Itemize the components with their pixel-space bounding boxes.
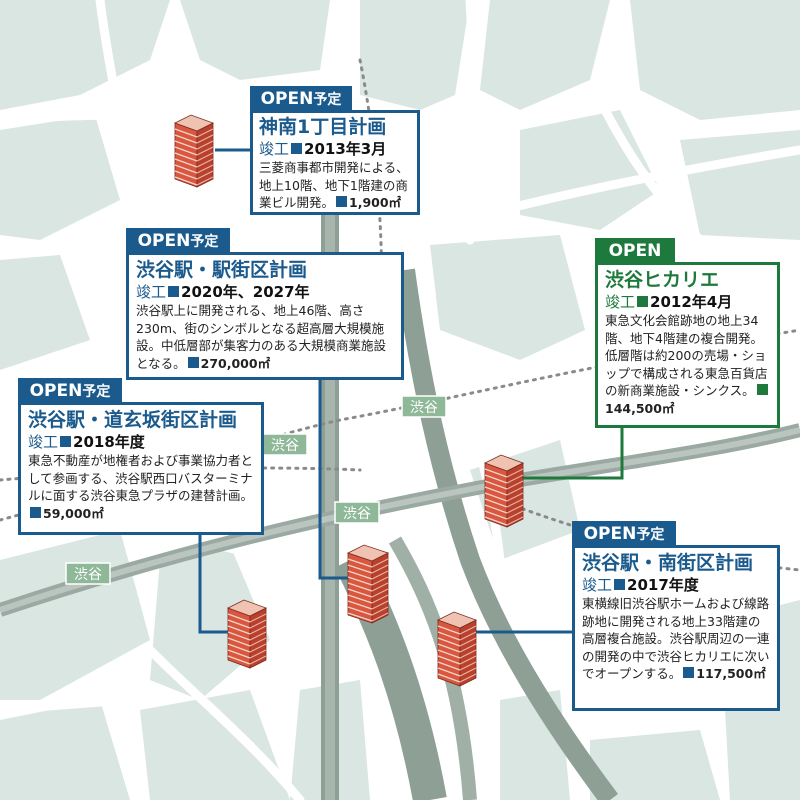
station-label-1: 渋谷 [262,433,308,456]
svg-text:渋谷: 渋谷 [343,506,371,522]
project-description: 渋谷駅上に開発される、地上46階、高さ230m、街のシンボルとなる超高層大規模施… [136,303,387,371]
station-label-3: 渋谷 [334,501,380,524]
building-icon-station-block [346,544,390,624]
square-bullet [336,196,348,207]
square-bullet [756,384,768,395]
square-bullet [637,296,649,307]
project-title: 渋谷駅・南街区計画 [582,552,754,574]
square-bullet [60,436,72,447]
project-description: 東横線旧渋谷駅ホームおよび線路跡地に開発される地上33階建の高層複合施設。渋谷駅… [582,596,770,681]
station-label-2: 渋谷 [401,395,447,418]
svg-text:渋谷: 渋谷 [74,567,102,583]
station-labels: 渋谷 渋谷 渋谷 渋谷 [65,395,447,585]
project-description: 三菱商事都市開発による、地上10階、地下1階建の商業ビル開発。1,900㎡ [259,160,409,210]
square-bullet [291,143,303,154]
project-title: 神南1丁目計画 [259,116,387,138]
square-bullet [614,579,626,590]
svg-text:渋谷: 渋谷 [410,400,438,416]
project-title: 渋谷駅・駅街区計画 [136,259,308,281]
project-description: 東急不動産が地権者および事業協力者として参画する、渋谷駅西口バスターミナルに面す… [28,453,254,521]
buildings [173,114,525,687]
square-bullet [187,356,199,368]
square-bullet [683,667,695,678]
open-planned-tag-south-block: OPEN予定 [572,521,676,547]
building-icon-hikarie [483,454,525,528]
open-planned-tag-jinnan: OPEN予定 [250,86,352,112]
square-bullet [30,506,41,518]
leader-lines [198,148,624,634]
building-icon-south-block [436,611,478,687]
open-planned-tag-station-block: OPEN予定 [126,228,230,254]
open-tag-hikarie: OPEN [595,238,675,264]
station-label-4: 渋谷 [65,562,111,585]
project-description: 東急文化会館跡地の地上34階、地下4階建の複合開発。低層階は約200の売場・ショ… [605,313,768,416]
building-icon-jinnan [173,114,215,188]
project-title: 渋谷ヒカリエ [605,269,720,291]
building-icon-dogenzaka [226,599,268,669]
svg-text:渋谷: 渋谷 [271,438,299,454]
square-bullet [168,286,180,297]
project-title: 渋谷駅・道玄坂街区計画 [28,409,238,431]
open-planned-tag-dogenzaka: OPEN予定 [18,378,122,404]
